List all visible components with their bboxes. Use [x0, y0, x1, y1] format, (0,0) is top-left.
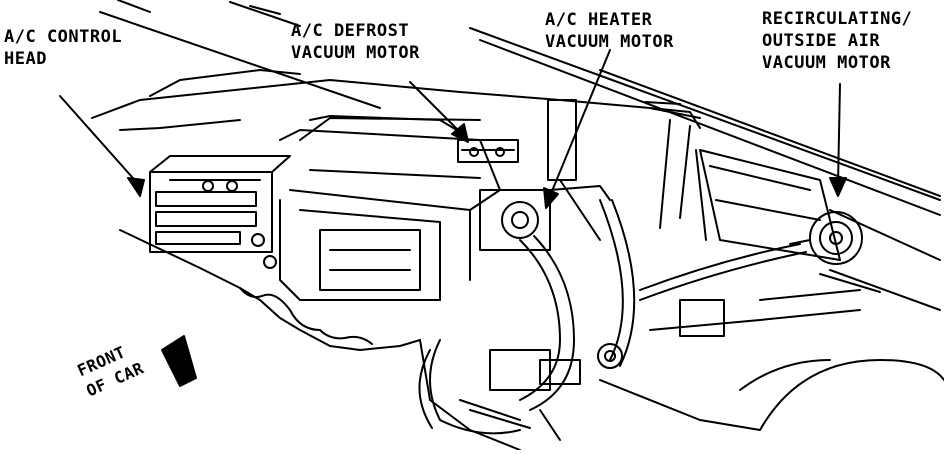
ac-heater-vacuum-motor-label: A/C HEATER VACUUM MOTOR [545, 9, 674, 53]
leader-arrows [59, 49, 847, 209]
vacuum-hoses [418, 199, 807, 435]
recirc-label-line-1: RECIRCULATING/ [762, 9, 913, 29]
recirc-label-line-3: VACUUM MOTOR [762, 53, 891, 73]
ac-control-head-label-line-2: HEAD [4, 49, 47, 69]
recirc-vacuum-motor [789, 211, 863, 265]
ac-heater-vacuum-motor-label-line-2: VACUUM MOTOR [545, 32, 674, 52]
recirc-air-door [695, 149, 941, 311]
dash-lower-contour [119, 229, 944, 451]
recirculating-outside-air-vacuum-motor-label: RECIRCULATING/ OUTSIDE AIR VACUUM MOTOR [762, 8, 912, 74]
ac-control-head-label-line-1: A/C CONTROL [4, 27, 123, 47]
ac-defrost-vacuum-motor-label-line-2: VACUUM MOTOR [291, 43, 420, 63]
defrost-vacuum-motor [457, 139, 519, 163]
vacuum-connector-block [489, 299, 725, 391]
recirc-label-line-2: OUTSIDE AIR [762, 31, 881, 51]
center-plenum [279, 115, 501, 301]
front-of-car-arrow [161, 335, 197, 387]
windshield-edge [99, 0, 941, 216]
ac-heater-vacuum-motor-label-line-1: A/C HEATER [545, 10, 653, 30]
ac-defrost-vacuum-motor-label: A/C DEFROST VACUUM MOTOR [291, 20, 420, 64]
ac-control-head [149, 155, 291, 269]
dash-cowl [91, 69, 701, 229]
ac-control-head-label: A/C CONTROL HEAD [4, 26, 122, 70]
ac-defrost-vacuum-motor-label-line-1: A/C DEFROST [291, 21, 410, 41]
heater-vacuum-motor [479, 99, 611, 251]
